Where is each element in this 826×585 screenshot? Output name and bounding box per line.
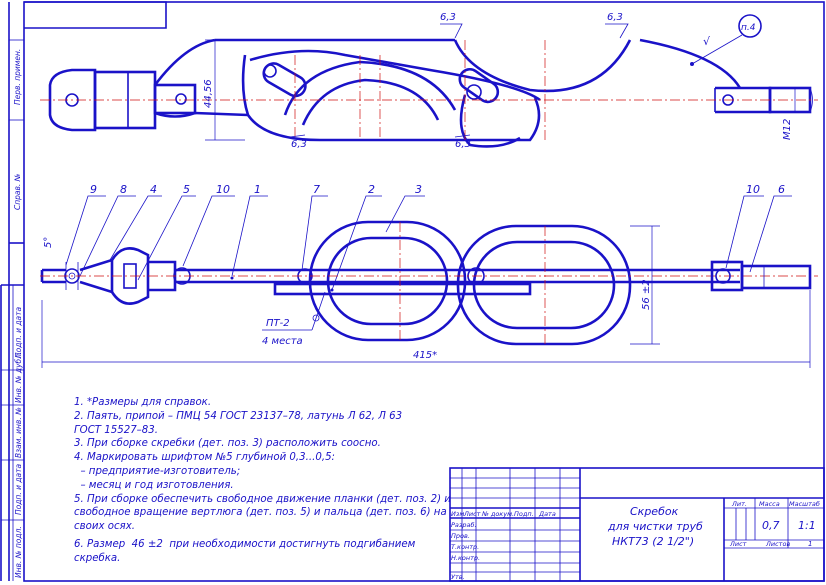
top-view: 44,56 M12 6,3 6,3 6,3 6,3 √ п.4	[40, 12, 818, 150]
pos-10-right: 10	[746, 183, 760, 196]
note-line: 5. При сборке обеспечить свободное движе…	[74, 493, 451, 505]
lit-label: Лит.	[731, 500, 747, 508]
mass-value: 0,7	[762, 519, 780, 532]
note-line: 3. При сборке скребки (дет. поз. 3) расп…	[74, 438, 381, 450]
mass-label: Масса	[759, 500, 780, 508]
side-stamp-reference: Справ. №	[13, 173, 22, 210]
position-leaders: 9 8 4 5 10 1 7 2 3 10 6	[65, 183, 792, 291]
pos-8: 8	[120, 183, 127, 196]
pos-10-left: 10	[216, 183, 230, 196]
hdr-sign: Подп.	[514, 510, 534, 518]
pos-9: 9	[90, 183, 97, 196]
side-stamp-replace-inv: Взам. инв. №	[14, 407, 23, 458]
role-utv: Утв.	[451, 573, 465, 581]
note-line: 6. Размер 46 ±2 при необходимости достиг…	[74, 538, 416, 550]
title-line-1: Скребок	[630, 505, 679, 518]
pos-7: 7	[313, 183, 320, 196]
note-line: – предприятие-изготовитель;	[74, 465, 241, 477]
note-line: 1. *Размеры для справок.	[74, 397, 212, 408]
sheets-value: 1	[808, 540, 812, 548]
side-stamp-dup-inv: Инв. № дубл.	[14, 352, 23, 403]
note-line: свободное вращение вертлюга (дет. поз. 5…	[74, 507, 447, 519]
role-prov: Пров.	[451, 532, 470, 540]
pos-2: 2	[368, 183, 375, 196]
solder-mark: ПТ-2	[266, 318, 290, 329]
sheets-label: Листов	[765, 540, 790, 548]
pos-3: 3	[415, 183, 422, 196]
hdr-list: Лист	[463, 510, 481, 518]
position-callout: п.4	[741, 23, 756, 33]
hdr-izm: Изм	[451, 510, 464, 518]
solder-places: 4 места	[262, 336, 303, 347]
finish-3: 6,3	[291, 139, 307, 150]
title-block: Изм Лист № докум. Подп. Дата Разраб. Про…	[449, 467, 825, 582]
role-nkontr: Н.контр.	[451, 554, 480, 562]
thread-label: M12	[782, 119, 793, 140]
scale-label: Масштаб	[789, 500, 820, 508]
dim-length: 415*	[413, 350, 437, 361]
note-line: ГОСТ 15527–83.	[74, 424, 158, 436]
dim-height-front: 56 ±2	[641, 279, 652, 310]
title-line-2: для чистки труб	[607, 520, 703, 533]
note-line: 2. Паять, припой – ПМЦ 54 ГОСТ 23137–78,…	[74, 410, 403, 422]
side-stamp: Перв. примен. Справ. № Подп. и дата Инв.…	[13, 49, 23, 578]
pos-6: 6	[778, 183, 785, 196]
technical-notes: 1. *Размеры для справок. 2. Паять, припо…	[74, 396, 451, 566]
finish-symbol: √	[703, 35, 711, 48]
side-stamp-first-use: Перв. примен.	[13, 49, 22, 105]
dim-height-top: 44,56	[203, 79, 214, 108]
note-line: 4. Маркировать шрифтом №5 глубиной 0,3..…	[74, 452, 335, 464]
title-line-3: НКТ73 (2 1/2")	[612, 535, 694, 548]
note-line: – месяц и год изготовления.	[74, 479, 234, 491]
role-tkontr: Т.контр.	[451, 543, 479, 551]
angle-label: 5°	[43, 237, 54, 248]
role-razrab: Разраб.	[451, 521, 477, 529]
side-stamp-sign-date-1: Подп. и дата	[14, 307, 23, 358]
note-line: своих осях.	[74, 521, 135, 533]
scale-value: 1:1	[798, 519, 816, 532]
finish-1: 6,3	[440, 12, 456, 23]
pos-5: 5	[183, 183, 190, 196]
note-line: скребка.	[74, 552, 121, 564]
sheet-label: Лист	[729, 540, 747, 548]
surface-finish-marks: 6,3 6,3 6,3 6,3 √	[289, 12, 711, 150]
finish-2: 6,3	[607, 12, 623, 23]
pos-4: 4	[150, 183, 157, 196]
finish-4: 6,3	[455, 139, 471, 150]
side-stamp-sign-date-2: Подп. и дата	[14, 464, 23, 515]
side-stamp-orig-inv: Инв. № подл.	[14, 526, 23, 578]
hdr-date: Дата	[538, 510, 556, 518]
pos-1: 1	[254, 183, 261, 196]
hdr-doc: № докум.	[481, 510, 514, 518]
front-view: 9 8 4 5 10 1 7 2 3 10 6	[40, 183, 818, 368]
